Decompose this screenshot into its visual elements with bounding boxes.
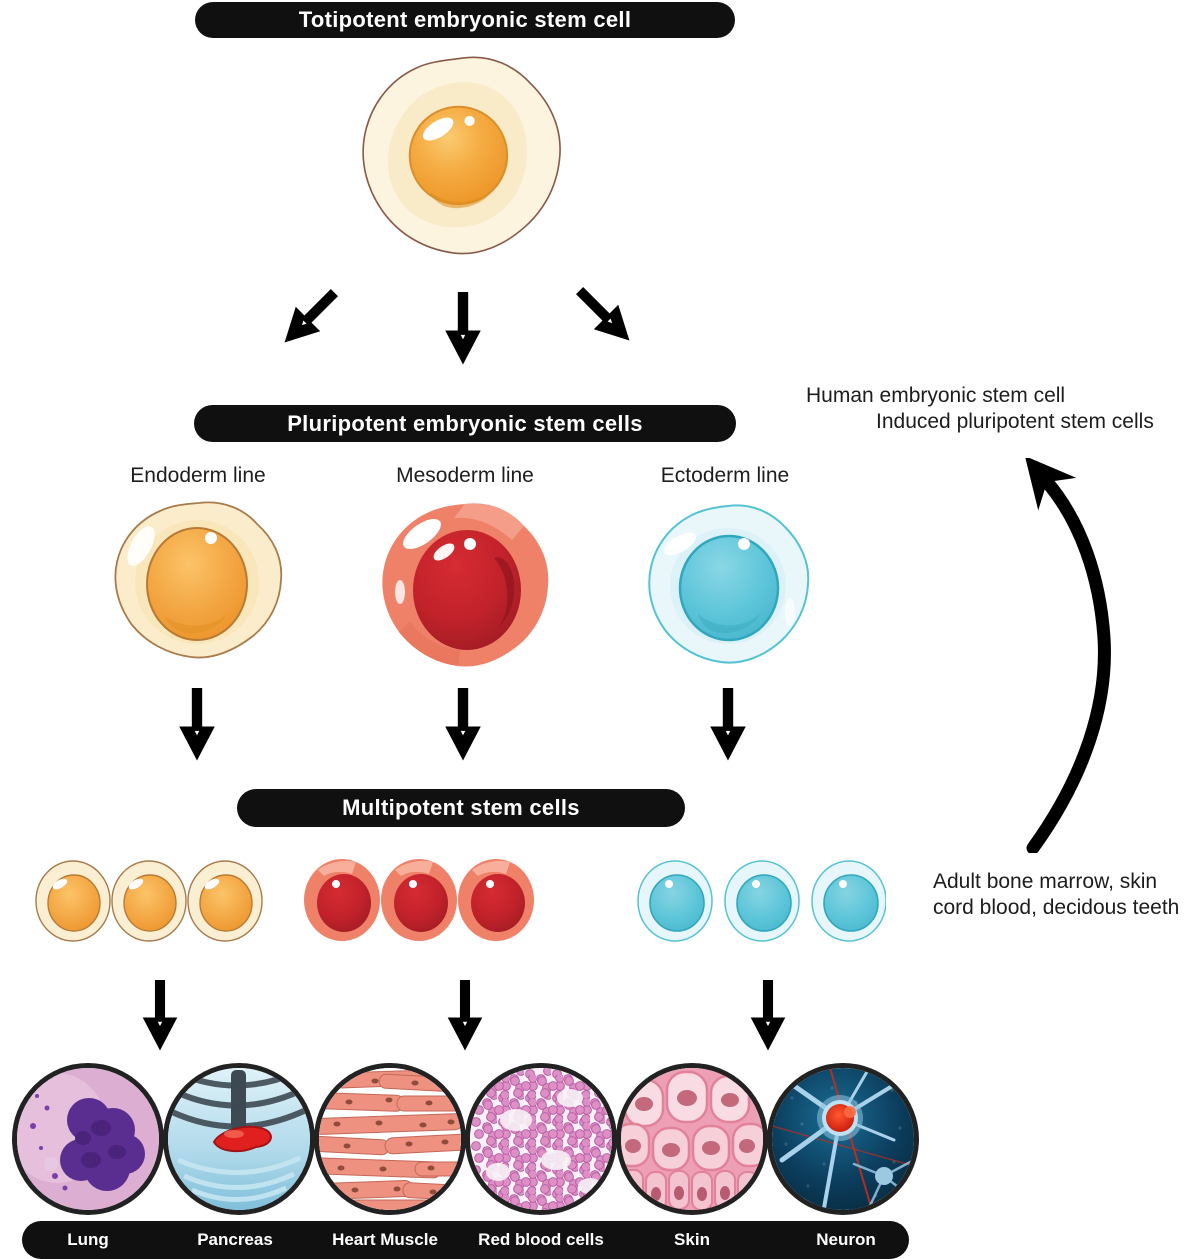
multipotent-banner-label: Multipotent stem cells [342, 795, 580, 820]
lung-micrograph [12, 1063, 164, 1215]
endoderm-cell-illustration [114, 501, 283, 659]
totipotent-cell-illustration [362, 56, 561, 255]
arrow-down-icon [142, 980, 178, 1051]
multipotent-endoderm-cells [35, 860, 263, 942]
tissue-label-skin: Skin [674, 1230, 710, 1249]
heart-muscle-micrograph-art [319, 1068, 461, 1210]
pancreas-illustration [163, 1063, 315, 1215]
arrow-down-icon [445, 688, 481, 761]
pluripotent-banner: Pluripotent embryonic stem cells [194, 405, 736, 442]
arrow-down-icon [447, 980, 483, 1051]
ectoderm-line-label: Ectoderm line [660, 464, 790, 487]
skin-epithelium-illustration [616, 1063, 768, 1215]
adult-sources-note-line2: cord blood, decidous teeth [933, 896, 1180, 919]
arrow-down-right-icon [575, 286, 630, 341]
arrow-down-icon [710, 688, 746, 761]
pluripotent-banner-label: Pluripotent embryonic stem cells [287, 410, 643, 436]
arrow-down-icon [445, 292, 481, 365]
tissue-label-neuron: Neuron [816, 1230, 876, 1249]
tissue-label-red-blood-cells: Red blood cells [478, 1230, 604, 1249]
multipotent-banner: Multipotent stem cells [237, 789, 685, 827]
heart-muscle-micrograph [314, 1063, 466, 1215]
endoderm-line-label: Endoderm line [130, 464, 266, 487]
reprogramming-note-line2: Induced pluripotent stem cells [876, 410, 1154, 433]
mesoderm-cell-illustration [382, 503, 549, 667]
skin-epithelium-illustration-art [621, 1068, 763, 1210]
red-blood-cells-micrograph [465, 1063, 617, 1215]
arrow-down-left-icon [284, 288, 339, 343]
totipotent-banner: Totipotent embryonic stem cell [195, 2, 735, 38]
red-blood-cells-micrograph-art [470, 1068, 612, 1210]
mesoderm-line-label: Mesoderm line [396, 464, 534, 487]
pancreas-illustration-art [168, 1068, 310, 1210]
neuron-image [767, 1063, 919, 1215]
tissue-label-pancreas: Pancreas [197, 1230, 273, 1249]
tissue-label-heart-muscle: Heart Muscle [332, 1230, 438, 1249]
arrow-down-icon [750, 980, 786, 1051]
reprogramming-note-line1: Human embryonic stem cell [806, 384, 1066, 407]
multipotent-ectoderm-cells [637, 860, 886, 942]
neuron-image-art [772, 1068, 914, 1210]
multipotent-mesoderm-cells [304, 859, 534, 941]
totipotent-banner-label: Totipotent embryonic stem cell [298, 7, 632, 32]
adult-sources-note-line1: Adult bone marrow, skin [933, 870, 1158, 893]
tissue-label-lung: Lung [67, 1230, 109, 1249]
curved-up-arrow-icon [1024, 458, 1111, 853]
tissue-label-bar [22, 1221, 909, 1259]
ectoderm-cell-illustration [648, 504, 810, 664]
arrow-down-icon [179, 688, 215, 761]
lung-micrograph-art [17, 1068, 159, 1210]
